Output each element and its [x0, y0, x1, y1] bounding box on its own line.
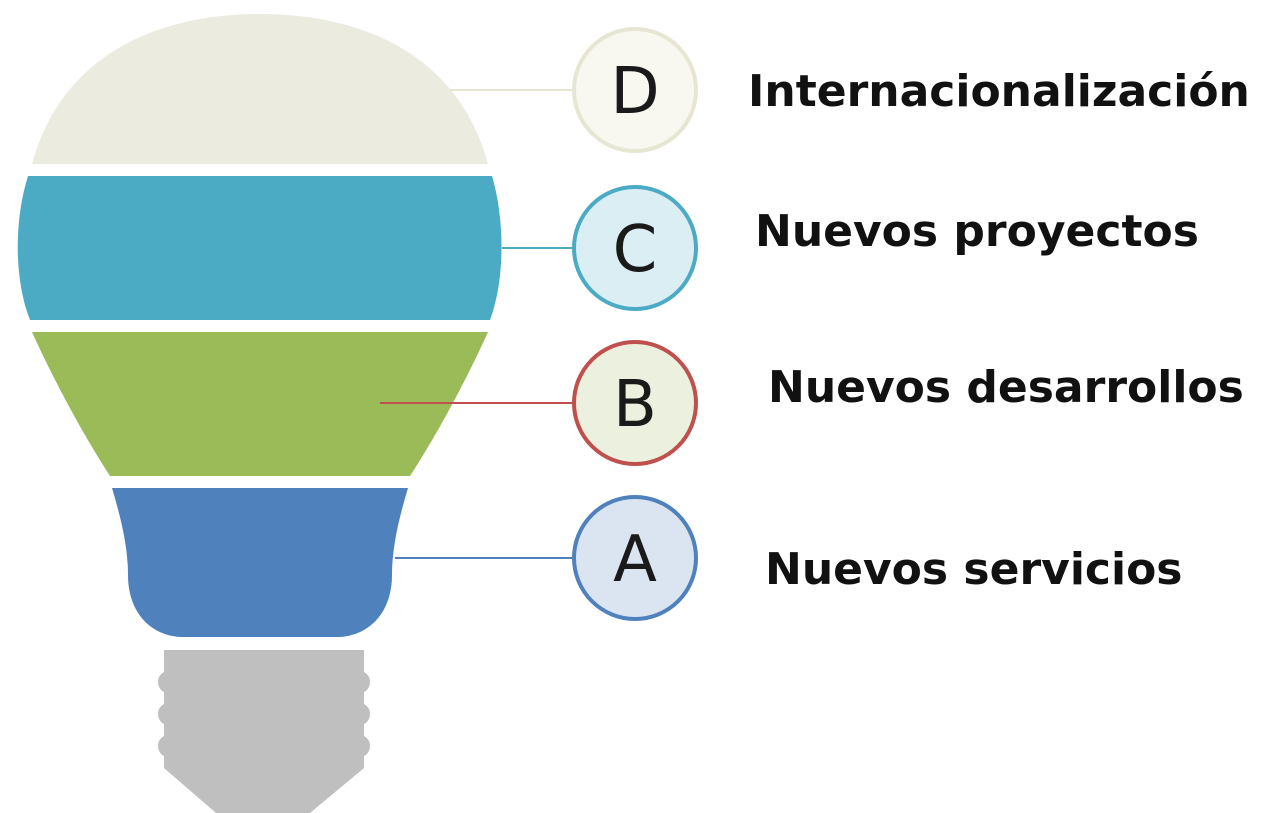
bulb-base — [158, 650, 370, 813]
bulb-segment-c — [17, 176, 502, 320]
label-d: Internacionalización — [748, 66, 1250, 117]
badge-letter-a: A — [613, 523, 657, 597]
badge-circle-a — [572, 495, 698, 621]
bulb-segment-d — [32, 14, 488, 164]
badge-circle-b — [572, 340, 698, 466]
badge-circle-d — [572, 27, 698, 153]
bulb-segment-a — [112, 488, 408, 637]
label-a: Nuevos servicios — [765, 544, 1183, 595]
badge-letter-c: C — [613, 213, 658, 287]
badge-circle-c — [572, 185, 698, 311]
label-b: Nuevos desarrollos — [768, 362, 1244, 413]
label-c: Nuevos proyectos — [755, 206, 1199, 257]
badge-letter-b: B — [613, 368, 657, 442]
badge-letter-d: D — [610, 55, 659, 129]
bulb-segment-b — [32, 332, 488, 476]
